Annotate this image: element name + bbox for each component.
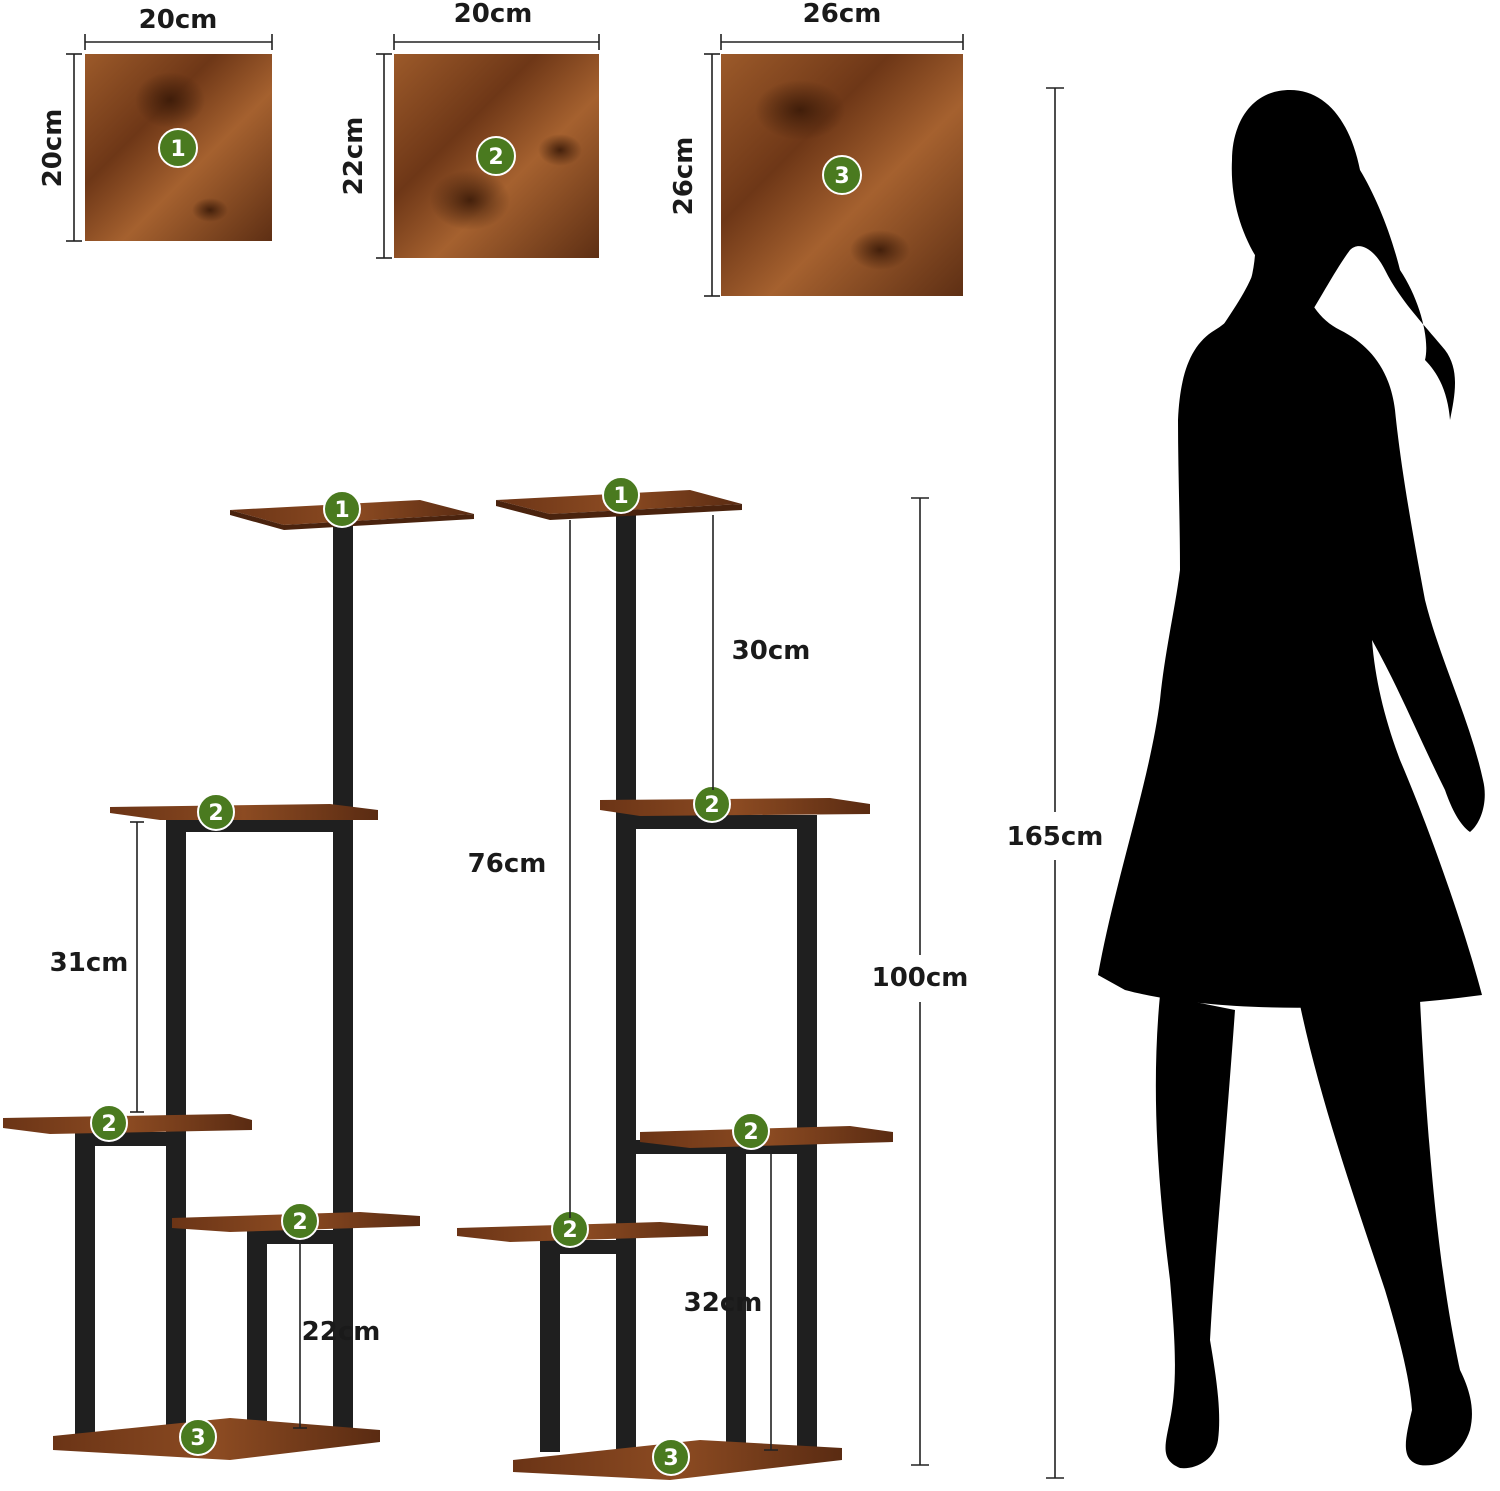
panel-2-height-label: 22cm: [339, 117, 369, 196]
stand-right-dim-76-label: 76cm: [468, 849, 547, 879]
stand-right-shelf-1-number: 1: [613, 484, 628, 509]
stand-left-pole-short: [247, 1230, 267, 1435]
panel-1-badge-number: 1: [170, 137, 185, 162]
panel-1-knot: [135, 72, 205, 128]
silhouette-head-hair: [1220, 90, 1455, 420]
panel-1: 20cm 20cm 1: [38, 5, 273, 242]
stand-left-brace-2: [166, 818, 353, 832]
panel-3-height-label: 26cm: [669, 137, 699, 216]
panel-3-width-label: 26cm: [803, 0, 882, 29]
panel-3-knot-2: [850, 230, 910, 270]
stand-left-shelf-2-number: 2: [208, 801, 223, 826]
panel-3-badge-number: 3: [834, 164, 849, 189]
stand-right-shelf-2-badge: [693, 785, 731, 823]
panel-2-width-label: 20cm: [454, 0, 533, 29]
person-height-dimension: 165cm: [1007, 87, 1104, 1479]
panel-1-height-label: 20cm: [38, 109, 68, 188]
panel-2-knot-2: [538, 134, 582, 166]
stand-right-dim-30-label: 30cm: [732, 636, 811, 666]
panel-2-badge-number: 2: [488, 145, 503, 170]
stand-left-dim-22-label: 22cm: [302, 1317, 381, 1347]
stand-right-shelf-4-number: 2: [562, 1218, 577, 1243]
stand-left-shelf-1-number: 1: [334, 498, 349, 523]
panel-3: 26cm 26cm 3: [669, 0, 964, 297]
stand-left: 1 2 2 2 3 31cm 22cm: [3, 490, 474, 1460]
overall-height-label: 100cm: [872, 963, 969, 993]
panel-2-knot: [430, 170, 510, 230]
stand-left-dim-31-label: 31cm: [50, 948, 129, 978]
stand-left-base-number: 3: [190, 1426, 205, 1451]
panel-3-knot: [755, 80, 845, 140]
panel-1-badge: [158, 128, 198, 168]
stand-left-shelf-4-badge: [281, 1202, 319, 1240]
stand-left-shelf-3-number: 2: [101, 1112, 116, 1137]
stand-right-pole-main: [616, 512, 636, 1452]
stand-right-pole-low: [540, 1240, 560, 1452]
stand-left-base-badge: [179, 1418, 217, 1456]
stand-right-shelf-3-number: 2: [743, 1120, 758, 1145]
stand-left-shelf-2-badge: [197, 793, 235, 831]
stand-left-shelf-3-badge: [90, 1104, 128, 1142]
stand-left-brace-3: [75, 1132, 186, 1146]
panel-2: 20cm 22cm 2: [339, 0, 600, 259]
stand-right-base-badge: [652, 1438, 690, 1476]
stand-left-shelf-4-number: 2: [292, 1210, 307, 1235]
panel-2-badge: [476, 136, 516, 176]
overall-height-dimension: 100cm: [872, 497, 969, 1466]
silhouette-legs: [1155, 995, 1472, 1469]
stand-left-shelf-1-edge: [230, 510, 474, 530]
stand-right-dim-32-label: 32cm: [684, 1288, 763, 1318]
stand-right-base-number: 3: [663, 1446, 678, 1471]
person-height-label: 165cm: [1007, 822, 1104, 852]
stand-right-shelf-3-badge: [732, 1112, 770, 1150]
stand-left-pole-low: [75, 1130, 95, 1435]
stand-right-shelf-2: [600, 798, 870, 816]
woman-silhouette-icon: [1098, 90, 1485, 1469]
stand-right-pole-mid: [726, 1145, 746, 1452]
stand-left-pole-main: [333, 520, 353, 1435]
panel-3-badge: [822, 155, 862, 195]
stand-right-brace-4: [540, 1240, 636, 1254]
stand-left-shelf-2: [110, 804, 378, 820]
panel-1-knot-2: [192, 198, 228, 222]
stand-right-shelf-1-badge: [602, 476, 640, 514]
silhouette-body: [1098, 255, 1485, 1008]
stand-right-shelf-1-edge: [496, 500, 742, 520]
stand-right-shelf-2-number: 2: [704, 793, 719, 818]
panel-1-width-label: 20cm: [139, 5, 218, 35]
stand-left-shelf-1-badge: [323, 490, 361, 528]
stand-right: 1 2 2 2 3 30cm 76cm 32cm: [457, 476, 893, 1480]
